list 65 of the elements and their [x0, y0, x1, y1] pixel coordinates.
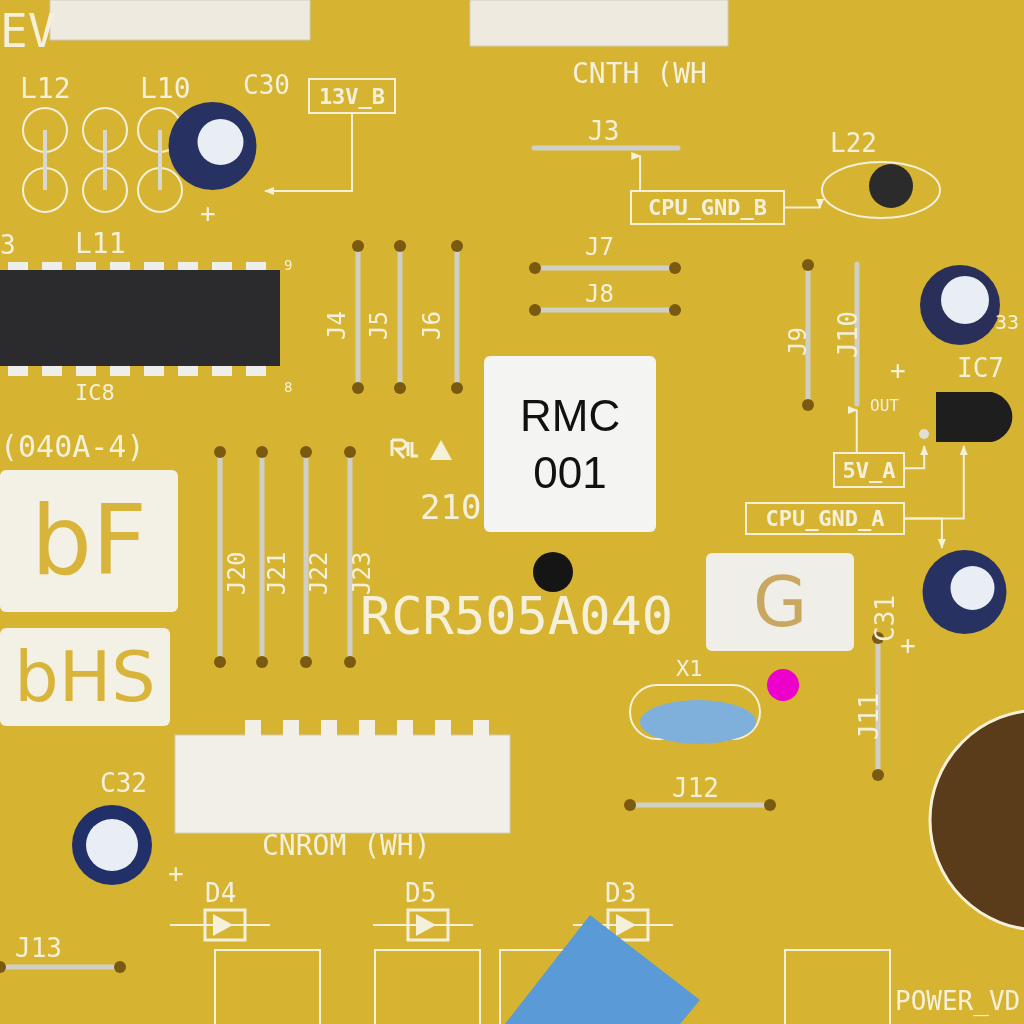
silkscreen-label: POWER_VD — [895, 988, 1021, 1014]
silkscreen-label: CNTH (WH — [572, 60, 707, 88]
silkscreen-label: L11 — [75, 230, 126, 258]
silkscreen-label: J12 — [672, 775, 719, 801]
part-designator: + — [200, 200, 216, 226]
silkscreen-label: J7 — [585, 235, 614, 259]
sticker-text: G — [752, 559, 808, 645]
leader-line — [631, 152, 642, 191]
silkscreen-label: J4 — [325, 311, 349, 340]
silkscreen-label: 3 — [0, 232, 16, 258]
silkscreen-label: D4 — [205, 880, 237, 906]
silkscreen-label: J5 — [367, 311, 391, 340]
net-label-box — [308, 78, 396, 114]
silkscreen-label: D5 — [405, 880, 437, 906]
silkscreen-label: 9 — [284, 258, 293, 272]
net-label-box — [745, 502, 905, 535]
silkscreen-label: X1 — [676, 658, 703, 680]
sticker-text: RMC 001 — [520, 389, 620, 499]
silkscreen-label: C32 — [100, 770, 147, 796]
silkscreen-label: L10 — [140, 75, 191, 103]
inductor-icon — [820, 160, 942, 220]
leader-line — [264, 113, 353, 196]
silkscreen-label: + — [900, 632, 916, 658]
marking-label — [0, 470, 178, 612]
silkscreen-label: J13 — [15, 935, 62, 961]
silkscreen-label: D3 — [605, 880, 637, 906]
silkscreen-label: 8 — [284, 380, 293, 394]
silkscreen-label: J21 — [265, 551, 289, 595]
part-designator: C30 — [243, 72, 290, 98]
silkscreen-label: + — [890, 357, 906, 383]
sticker-text: bF — [30, 483, 148, 599]
silkscreen-label: OUT — [870, 398, 899, 414]
part-designator: J10 — [835, 311, 861, 358]
sticker-text: bHS — [14, 634, 156, 720]
silkscreen-label: J20 — [225, 551, 249, 595]
leader-line — [848, 406, 858, 453]
part-designator: L22 — [830, 130, 877, 156]
net-label: CPU_GND_B — [647, 195, 768, 220]
silkscreen-label: CNROM (WH) — [262, 832, 431, 860]
silkscreen-label: J8 — [585, 282, 614, 306]
net-label: 5V_A — [842, 457, 896, 483]
silkscreen-label: 210 — [420, 490, 482, 524]
silkscreen-label: IC8 — [75, 382, 115, 404]
silkscreen-label: EV — [0, 8, 56, 54]
leader-line — [904, 517, 946, 549]
silkscreen-label: J11 — [856, 693, 882, 740]
silkscreen-label: 33 — [995, 312, 1020, 332]
part-designator: IC7 — [957, 355, 1004, 381]
silkscreen-label: J9 — [786, 327, 810, 356]
leader-line — [784, 199, 824, 209]
marking-label — [0, 628, 170, 726]
leader-line — [904, 445, 929, 470]
silkscreen-label: J22 — [307, 551, 331, 595]
part-designator: C31 — [872, 595, 898, 642]
marking-label — [706, 553, 854, 651]
net-label: CPU_GND_A — [765, 506, 885, 531]
silkscreen-label: (040A-4) — [0, 432, 145, 462]
part-designator: J3 — [588, 118, 620, 144]
silkscreen-label: J6 — [420, 311, 444, 340]
net-label-box — [630, 190, 785, 225]
model-sticker — [484, 356, 656, 532]
silkscreen-label: L12 — [20, 75, 71, 103]
silkscreen-label: + — [168, 860, 184, 886]
net-label-box — [833, 452, 905, 488]
net-label: 13V_B — [318, 83, 386, 109]
